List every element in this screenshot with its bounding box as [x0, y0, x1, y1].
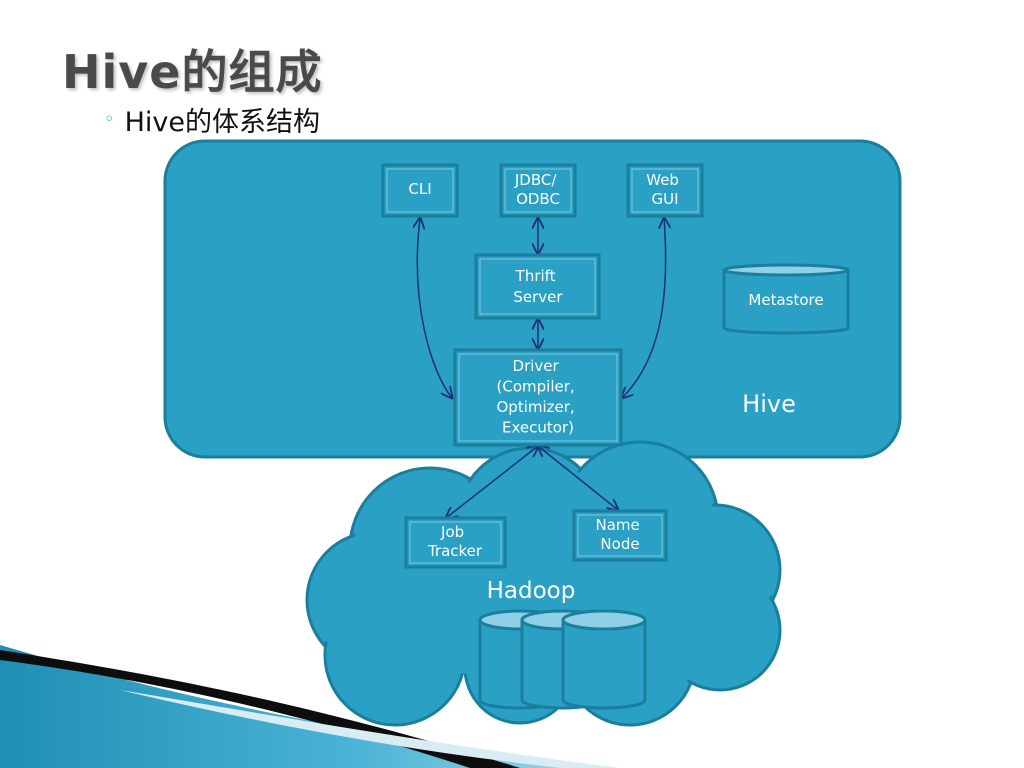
metastore-label: Metastore — [748, 291, 823, 309]
driver-namenode-arrow — [538, 446, 618, 510]
web-gui-box: Web GUI — [626, 163, 704, 218]
job-tracker-box: Job Tracker — [404, 516, 507, 569]
driver-jobtracker-arrow — [446, 446, 538, 518]
bullet-text: Hive的体系结构 — [124, 107, 321, 138]
bullet-item: ◦ Hive的体系结构 — [104, 100, 320, 139]
cli-label: CLI — [408, 180, 431, 198]
slide-title: Hive的组成 — [62, 45, 323, 99]
cli-driver-arrow — [417, 218, 452, 398]
thrift-server-label: Thrift Server — [513, 267, 563, 306]
job-tracker-label: Job Tracker — [427, 523, 483, 560]
storage-cylinders — [478, 609, 647, 710]
thrift-server-box: Thrift Server — [474, 253, 601, 320]
hive-label: Hive — [742, 390, 796, 418]
name-node-label: Name Node — [595, 516, 644, 553]
storage-cylinder — [561, 609, 647, 710]
metastore-cylinder: Metastore — [722, 263, 850, 335]
name-node-box: Name Node — [572, 509, 668, 562]
jdbc-odbc-box: JDBC/ ODBC — [499, 163, 577, 218]
web-gui-label: Web GUI — [646, 171, 683, 208]
hadoop-label: Hadoop — [487, 578, 576, 604]
driver-box: Driver (Compiler, Optimizer, Executor) — [453, 348, 623, 447]
driver-label: Driver (Compiler, Optimizer, Executor) — [497, 357, 580, 437]
bullet-marker: ◦ — [104, 109, 115, 130]
webgui-driver-arrow — [622, 218, 666, 398]
decorative-swoosh — [0, 645, 620, 768]
cli-box: CLI — [381, 163, 459, 218]
connectors — [417, 218, 665, 518]
jdbc-odbc-label: JDBC/ ODBC — [514, 171, 561, 208]
